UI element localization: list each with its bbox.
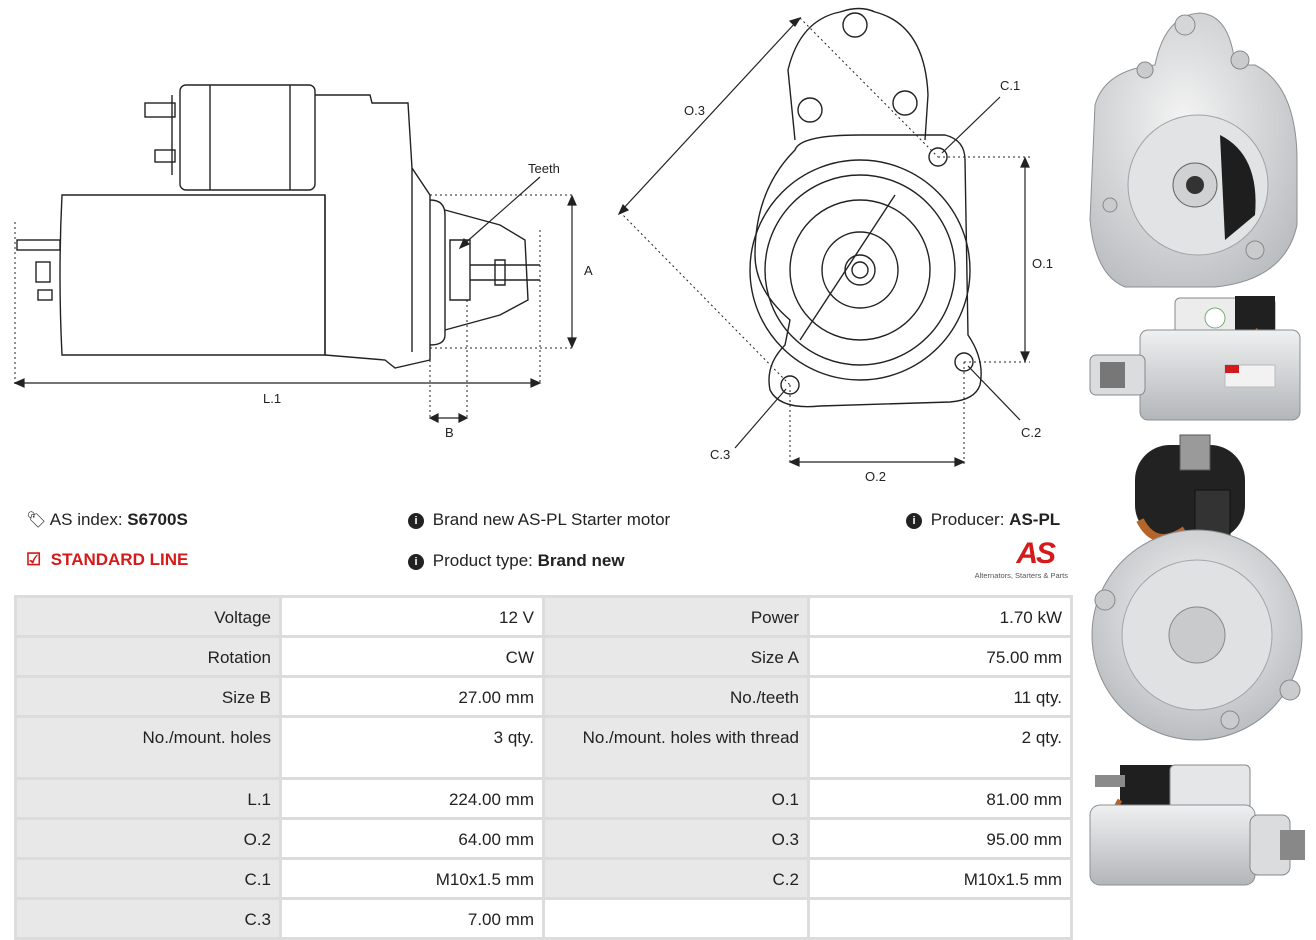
standard-line-label: STANDARD LINE bbox=[50, 550, 189, 569]
description: i Brand new AS-PL Starter motor bbox=[408, 510, 670, 530]
dim-c2-label: C.2 bbox=[1021, 425, 1041, 440]
as-index-value: S6700S bbox=[127, 510, 188, 529]
table-row: Size B 27.00 mm No./teeth 11 qty. bbox=[17, 678, 1070, 715]
producer: i Producer: AS-PL bbox=[906, 510, 1060, 530]
table-row: Voltage 12 V Power 1.70 kW bbox=[17, 598, 1070, 635]
product-photo-side bbox=[1089, 296, 1301, 421]
product-photo-rear bbox=[1091, 434, 1303, 741]
teeth-label: Teeth bbox=[528, 161, 560, 176]
spec-value: M10x1.5 mm bbox=[810, 860, 1070, 897]
dim-o3-label: O.3 bbox=[684, 103, 705, 118]
spec-label: Rotation bbox=[17, 638, 279, 675]
spec-value: CW bbox=[282, 638, 542, 675]
spec-label: Power bbox=[545, 598, 807, 635]
spec-label: C.3 bbox=[17, 900, 279, 937]
dim-l1-label: L.1 bbox=[263, 391, 281, 406]
spec-label: No./teeth bbox=[545, 678, 807, 715]
spec-label: Size B bbox=[17, 678, 279, 715]
producer-value: AS-PL bbox=[1009, 510, 1061, 529]
table-row: No./mount. holes 3 qty. No./mount. holes… bbox=[17, 718, 1070, 777]
info-icon: i bbox=[906, 513, 922, 529]
spec-table: Voltage 12 V Power 1.70 kW Rotation CW S… bbox=[14, 595, 1073, 940]
spec-value: 12 V bbox=[282, 598, 542, 635]
spec-label: L.1 bbox=[17, 780, 279, 817]
spec-label: O.3 bbox=[545, 820, 807, 857]
logo-mark: AS bbox=[1016, 537, 1056, 570]
spec-value: 224.00 mm bbox=[282, 780, 542, 817]
spec-label: No./mount. holes bbox=[17, 718, 279, 777]
spec-label: No./mount. holes with thread bbox=[545, 718, 807, 777]
product-type-label: Product type: bbox=[432, 551, 533, 570]
dim-o2-label: O.2 bbox=[865, 469, 886, 484]
spec-value: 2 qty. bbox=[810, 718, 1070, 777]
product-type-value: Brand new bbox=[537, 551, 625, 570]
product-photo-front bbox=[1089, 12, 1298, 288]
spec-value: 75.00 mm bbox=[810, 638, 1070, 675]
tags-icon: 🏷︎ bbox=[26, 512, 47, 529]
spec-label: O.1 bbox=[545, 780, 807, 817]
spec-label: C.2 bbox=[545, 860, 807, 897]
spec-value-empty bbox=[810, 900, 1070, 937]
producer-label: Producer: bbox=[930, 510, 1005, 529]
spec-value: 1.70 kW bbox=[810, 598, 1070, 635]
description-text: Brand new AS-PL Starter motor bbox=[432, 510, 671, 529]
dim-b-label: B bbox=[445, 425, 454, 440]
product-photo-side-2 bbox=[1089, 764, 1305, 886]
spec-label: Voltage bbox=[17, 598, 279, 635]
info-icon: i bbox=[408, 554, 424, 570]
spec-label: C.1 bbox=[17, 860, 279, 897]
dim-a-label: A bbox=[584, 263, 593, 278]
spec-value: 64.00 mm bbox=[282, 820, 542, 857]
spec-value: 95.00 mm bbox=[810, 820, 1070, 857]
as-index-label: AS index: bbox=[49, 510, 123, 529]
table-row: O.2 64.00 mm O.3 95.00 mm bbox=[17, 820, 1070, 857]
spec-label-empty bbox=[545, 900, 807, 937]
spec-value: 27.00 mm bbox=[282, 678, 542, 715]
spec-value: 3 qty. bbox=[282, 718, 542, 777]
check-square-icon: ☑ bbox=[26, 550, 42, 569]
producer-logo: AS Alternators, Starters & Parts bbox=[964, 538, 1068, 582]
as-index: 🏷︎ AS index: S6700S bbox=[26, 510, 188, 530]
table-row: Rotation CW Size A 75.00 mm bbox=[17, 638, 1070, 675]
table-row: C.1 M10x1.5 mm C.2 M10x1.5 mm bbox=[17, 860, 1070, 897]
spec-label: O.2 bbox=[17, 820, 279, 857]
spec-value: 7.00 mm bbox=[282, 900, 542, 937]
spec-label: Size A bbox=[545, 638, 807, 675]
product-type: i Product type: Brand new bbox=[408, 551, 625, 571]
spec-value: 11 qty. bbox=[810, 678, 1070, 715]
logo-tagline: Alternators, Starters & Parts bbox=[974, 571, 1068, 580]
info-icon: i bbox=[408, 513, 424, 529]
standard-line-badge: ☑ STANDARD LINE bbox=[26, 550, 188, 570]
spec-value: 81.00 mm bbox=[810, 780, 1070, 817]
dim-c1-label: C.1 bbox=[1000, 78, 1020, 93]
table-row: C.3 7.00 mm bbox=[17, 900, 1070, 937]
front-view-drawing: O.3 C.1 O.1 C.2 O.2 C.3 bbox=[617, 7, 1053, 484]
side-view-drawing: Teeth A L.1 B bbox=[13, 84, 593, 440]
dim-o1-label: O.1 bbox=[1032, 256, 1053, 271]
table-row: L.1 224.00 mm O.1 81.00 mm bbox=[17, 780, 1070, 817]
dim-c3-label: C.3 bbox=[710, 447, 730, 462]
spec-value: M10x1.5 mm bbox=[282, 860, 542, 897]
